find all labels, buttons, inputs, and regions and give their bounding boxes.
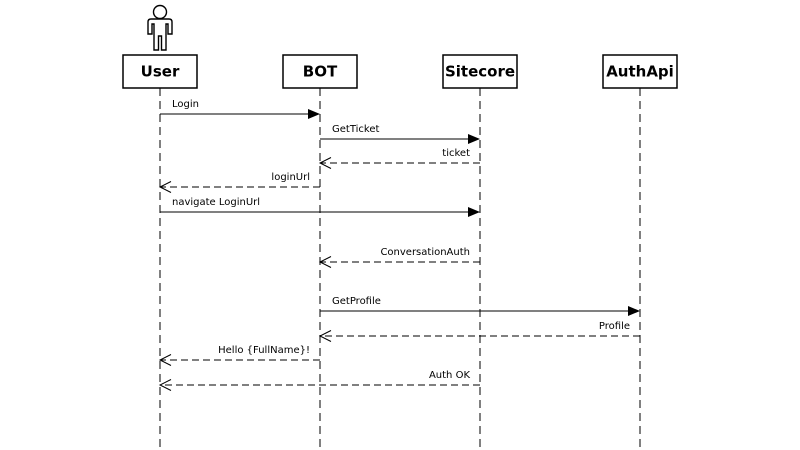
open-arrowhead-icon xyxy=(158,181,172,193)
message-label: navigate LoginUrl xyxy=(172,197,260,208)
message-9: Hello {FullName}! xyxy=(158,345,320,366)
participant-label-sitecore: Sitecore xyxy=(445,63,515,81)
filled-arrowhead-icon xyxy=(468,207,480,217)
message-2: GetTicket xyxy=(320,124,480,144)
participants: User BOT Sitecore AuthApi xyxy=(122,54,678,89)
message-5: navigate LoginUrl xyxy=(160,197,480,217)
message-1: Login xyxy=(160,99,320,119)
lifelines xyxy=(159,88,641,450)
open-arrowhead-icon xyxy=(318,256,332,268)
open-arrowhead-icon xyxy=(318,157,332,169)
message-label: loginUrl xyxy=(271,172,310,183)
message-8: Profile xyxy=(318,321,640,342)
message-label: Hello {FullName}! xyxy=(218,345,310,356)
open-arrowhead-icon xyxy=(158,379,172,391)
filled-arrowhead-icon xyxy=(308,109,320,119)
participant-box-authapi xyxy=(602,54,678,89)
message-label: Login xyxy=(172,99,199,110)
message-6: ConversationAuth xyxy=(318,247,480,268)
filled-arrowhead-icon xyxy=(628,306,640,316)
participant-sitecore: Sitecore xyxy=(442,54,518,89)
actor-body xyxy=(147,18,173,51)
actor-icon xyxy=(147,4,173,51)
open-arrowhead-icon xyxy=(318,330,332,342)
open-arrowhead-icon xyxy=(158,354,172,366)
message-label: ticket xyxy=(442,148,470,159)
message-7: GetProfile xyxy=(320,296,640,316)
participant-box-user xyxy=(122,54,198,89)
actor-figure-layer xyxy=(147,4,173,51)
message-label: GetTicket xyxy=(332,124,379,135)
participant-box-bot xyxy=(282,54,358,89)
participant-bot: BOT xyxy=(282,54,358,89)
participant-box-sitecore xyxy=(442,54,518,89)
actor-head xyxy=(152,4,168,20)
participant-user: User xyxy=(122,54,198,89)
message-label: ConversationAuth xyxy=(380,247,470,258)
participant-authapi: AuthApi xyxy=(602,54,678,89)
participant-label-authapi: AuthApi xyxy=(606,63,674,81)
participant-label-bot: BOT xyxy=(303,63,338,81)
filled-arrowhead-icon xyxy=(468,134,480,144)
message-10: Auth OK xyxy=(158,370,480,391)
message-4: loginUrl xyxy=(158,172,320,193)
participant-label-user: User xyxy=(141,63,180,81)
message-label: GetProfile xyxy=(332,296,381,307)
message-label: Profile xyxy=(599,321,630,332)
message-label: Auth OK xyxy=(429,370,470,381)
message-3: ticket xyxy=(318,148,480,169)
